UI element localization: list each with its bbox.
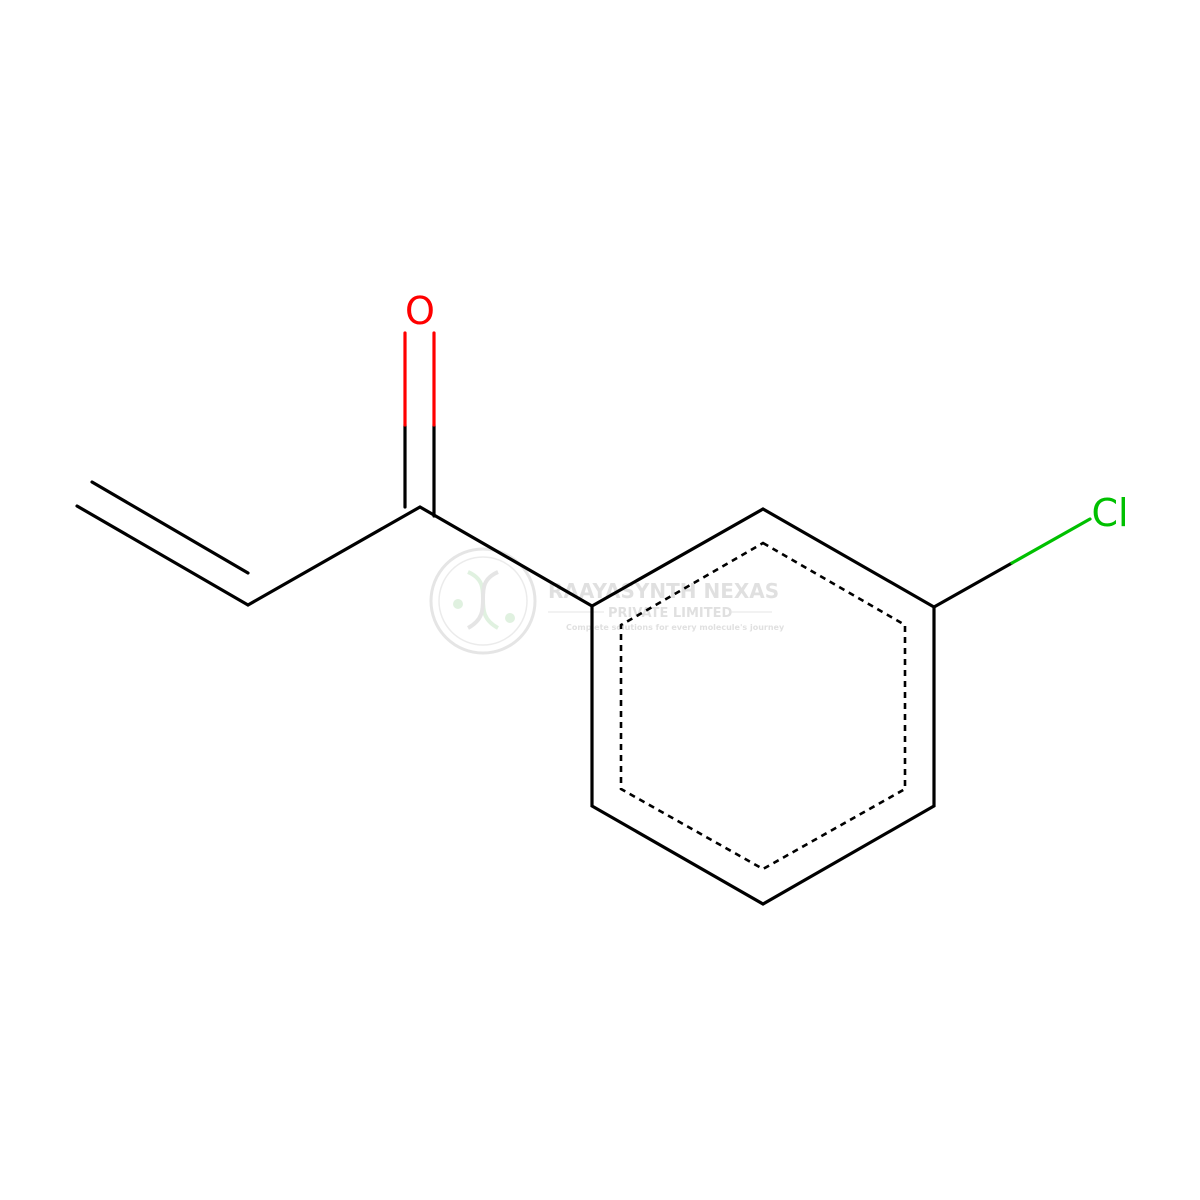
vinyl-carbonyl-bond [246, 505, 422, 607]
watermark-logo-icon [429, 547, 537, 655]
watermark-tagline: Complete solutions for every molecule's … [566, 623, 785, 632]
oxygen-atom-label: O [405, 289, 435, 333]
benzene-aromatic-ring [619, 541, 907, 871]
vinyl-double-bond-inner [90, 480, 250, 575]
watermark: RAAYASYNTH NEXAS PRIVATE LIMITED Complet… [429, 547, 785, 655]
watermark-line1: RAAYASYNTH NEXAS [548, 579, 779, 603]
vinyl-double-bond-outer [75, 504, 250, 607]
carbonyl-ring-bond [418, 505, 594, 608]
chlorine-atom-label: Cl [1091, 491, 1128, 535]
ring-chlorine-bond-inner [932, 561, 1014, 609]
watermark-line2: PRIVATE LIMITED [608, 606, 733, 621]
benzene-ring [590, 507, 936, 906]
ring-chlorine-bond-outer [1010, 517, 1092, 565]
